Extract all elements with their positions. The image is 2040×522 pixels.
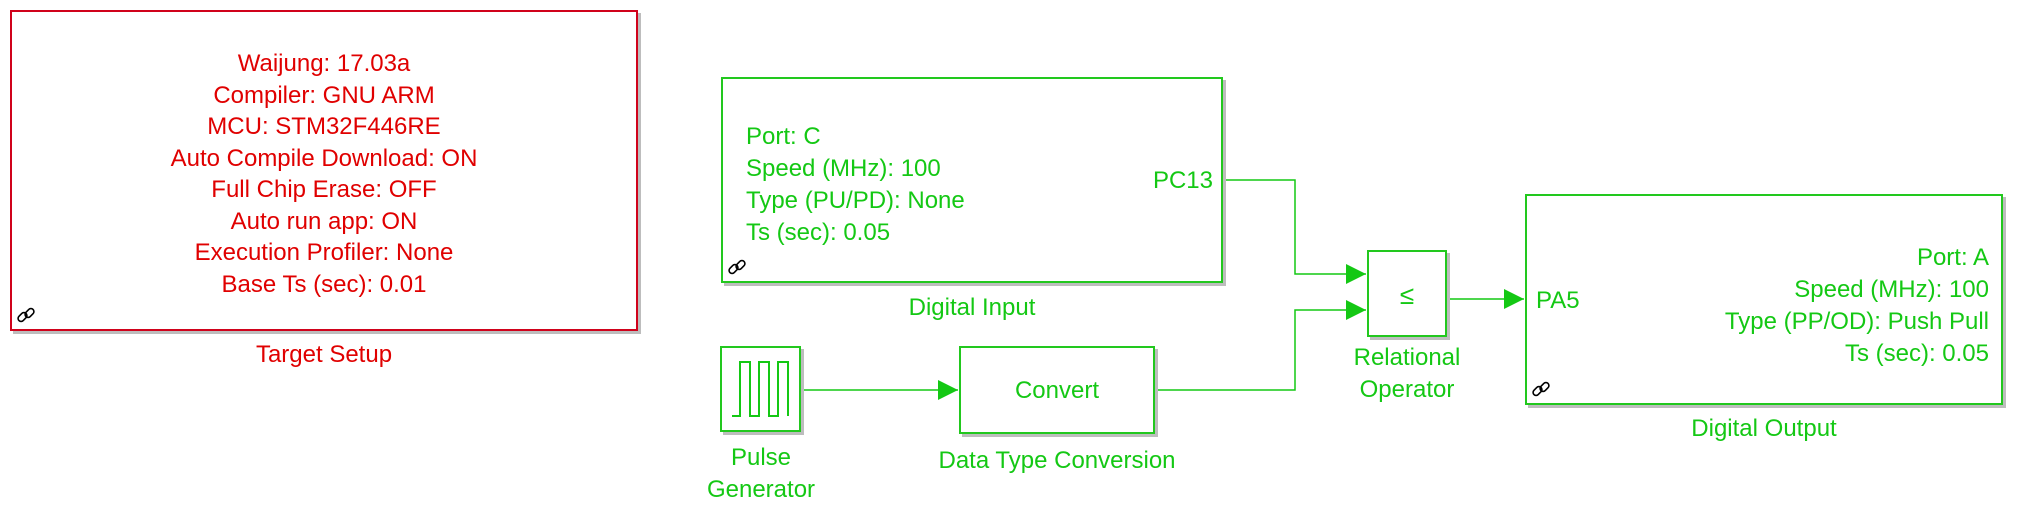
param-line: Port: C — [746, 123, 821, 150]
wire-pc13-to-relational — [1222, 179, 1366, 284]
target-setup-block[interactable]: Waijung: 17.03a Compiler: GNU ARM MCU: S… — [10, 10, 638, 331]
digital-input-block[interactable]: Port: C Speed (MHz): 100 Type (PU/PD): N… — [721, 77, 1223, 283]
caption-line: Relational — [1353, 344, 1461, 371]
relational-symbol: ≤ — [1399, 280, 1415, 310]
pulse-wave-icon — [732, 361, 789, 417]
target-setup-caption: Target Setup — [255, 341, 393, 368]
param-line: Waijung: 17.03a — [237, 50, 411, 77]
wire-convert-to-relational — [1155, 300, 1366, 391]
relational-operator-caption: Relational Operator — [1327, 342, 1487, 406]
digital-output-parameters: Port: A Speed (MHz): 100 Type (PP/OD): P… — [1725, 242, 1989, 370]
param-line: Port: A — [1916, 244, 1989, 271]
data-type-conversion-caption: Data Type Conversion — [938, 447, 1176, 474]
output-port-label: PC13 — [1152, 167, 1213, 194]
target-setup-parameters: Waijung: 17.03a Compiler: GNU ARM MCU: S… — [12, 48, 636, 300]
convert-label: Convert — [1014, 377, 1100, 404]
relational-operator-block[interactable]: ≤ — [1367, 250, 1447, 337]
link-icon — [17, 307, 35, 323]
param-line: Execution Profiler: None — [194, 239, 454, 266]
param-line: Type (PU/PD): None — [746, 187, 965, 214]
param-line: Full Chip Erase: OFF — [211, 176, 437, 203]
param-line: Ts (sec): 0.05 — [1844, 340, 1989, 367]
digital-input-caption: Digital Input — [908, 294, 1036, 321]
param-line: MCU: STM32F446RE — [207, 113, 441, 140]
digital-input-parameters: Port: C Speed (MHz): 100 Type (PU/PD): N… — [746, 121, 965, 249]
caption-line: Pulse — [730, 444, 792, 471]
param-line: Auto run app: ON — [230, 207, 418, 235]
param-line: Base Ts (sec): 0.01 — [221, 270, 427, 298]
pulse-generator-block[interactable] — [720, 346, 801, 432]
link-icon — [1532, 381, 1550, 397]
param-line: Compiler: GNU ARM — [213, 81, 435, 109]
caption-line: Generator — [706, 476, 816, 503]
pulse-generator-caption: Pulse Generator — [680, 442, 842, 506]
caption-line: Operator — [1359, 376, 1455, 403]
param-line: Speed (MHz): 100 — [1794, 276, 1989, 303]
param-line: Type (PP/OD): Push Pull — [1724, 308, 1989, 335]
param-line: Ts (sec): 0.05 — [746, 219, 891, 246]
input-port-label: PA5 — [1536, 287, 1580, 314]
param-line: Auto Compile Download: ON — [170, 144, 478, 172]
param-line: Speed (MHz): 100 — [746, 155, 941, 182]
data-type-conversion-block[interactable]: Convert — [959, 346, 1155, 434]
digital-output-block[interactable]: PA5 Port: A Speed (MHz): 100 Type (PP/OD… — [1525, 194, 2003, 405]
link-icon — [728, 259, 746, 275]
digital-output-caption: Digital Output — [1691, 415, 1837, 442]
